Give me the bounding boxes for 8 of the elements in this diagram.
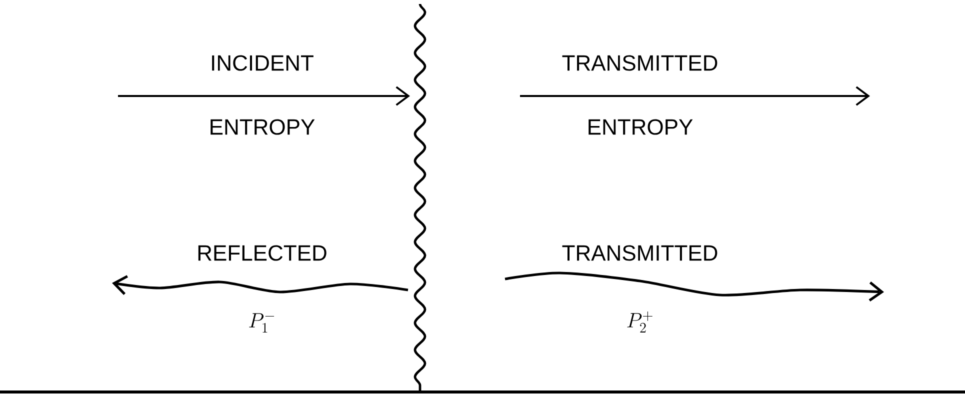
text-label: ENTROPY — [210, 119, 315, 135]
formula-label: $P_{2}^{+}$ — [627, 312, 652, 332]
text-label: TRANSMITTED — [562, 55, 718, 71]
formula-label: $P_{1}^{-}$ — [249, 313, 274, 333]
text-label: TRANSMITTED — [562, 245, 718, 261]
text-label: ENTROPY — [588, 119, 693, 135]
text-label: REFLECTED — [198, 245, 326, 261]
text-label: INCIDENT — [212, 55, 314, 71]
